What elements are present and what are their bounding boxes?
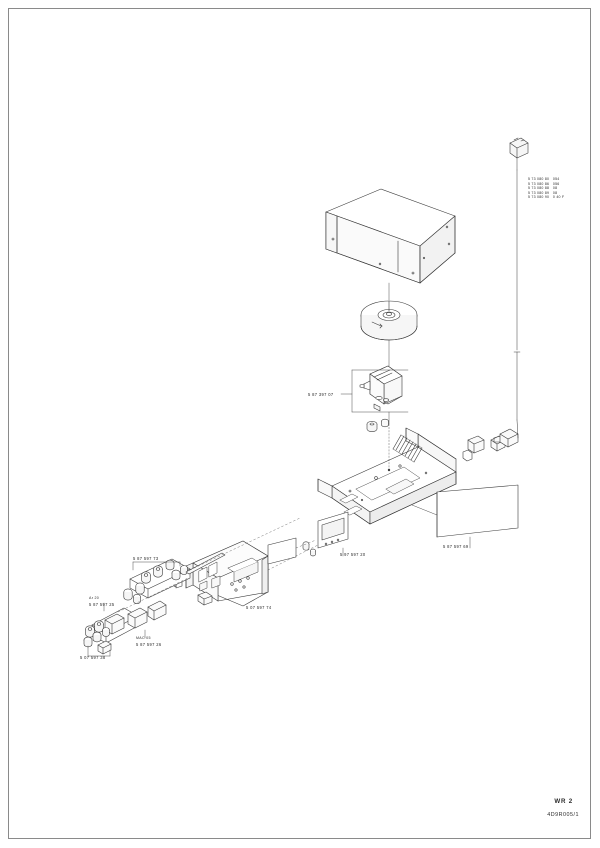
callout-valve-upper: 5 87 597 25 — [89, 602, 115, 607]
callout-front-panel-plate: 5 87 597 69 — [443, 544, 469, 549]
page-border — [8, 8, 591, 839]
callout-valve-upper-prefix: Ar 20 — [89, 596, 100, 600]
sheet-code: WR 2 — [554, 798, 573, 805]
callout-display-module: 5 97 597 20 — [340, 552, 366, 557]
control-panel-housing-part — [185, 540, 269, 607]
wire-list-block: 5 73 080 80 054 5 73 080 86 056 5 73 080… — [528, 177, 565, 200]
callout-pump-motor: 5 87 397 07 — [308, 392, 334, 397]
valve-block-cluster — [83, 600, 167, 655]
panel-knob-cap — [197, 591, 213, 606]
display-screws — [302, 541, 316, 557]
toroidal-transformer-part — [360, 300, 418, 341]
pump-motor-part — [359, 365, 403, 412]
base-chassis-part — [317, 427, 457, 525]
display-module-part — [317, 511, 349, 549]
pump-fittings — [366, 418, 389, 432]
front-panel-plate-part — [436, 484, 519, 538]
callout-valve-lower: 5 07 597 38 — [80, 655, 106, 660]
connector-set-part — [462, 435, 506, 462]
mains-cable-plug-part — [493, 137, 529, 448]
callout-valve-middle: 5 87 597 26 — [136, 642, 162, 647]
top-cover-hood-part — [325, 188, 456, 284]
knob-block-part — [123, 558, 191, 604]
panel-membrane — [267, 537, 297, 565]
drawing-number: 4D9R005/1 — [547, 812, 579, 818]
callout-valve-middle-prefix: MAC 05 — [136, 636, 151, 640]
callout-knob-block: 5 87 597 73 — [133, 556, 159, 561]
callout-control-panel: 5 07 597 74 — [246, 605, 272, 610]
